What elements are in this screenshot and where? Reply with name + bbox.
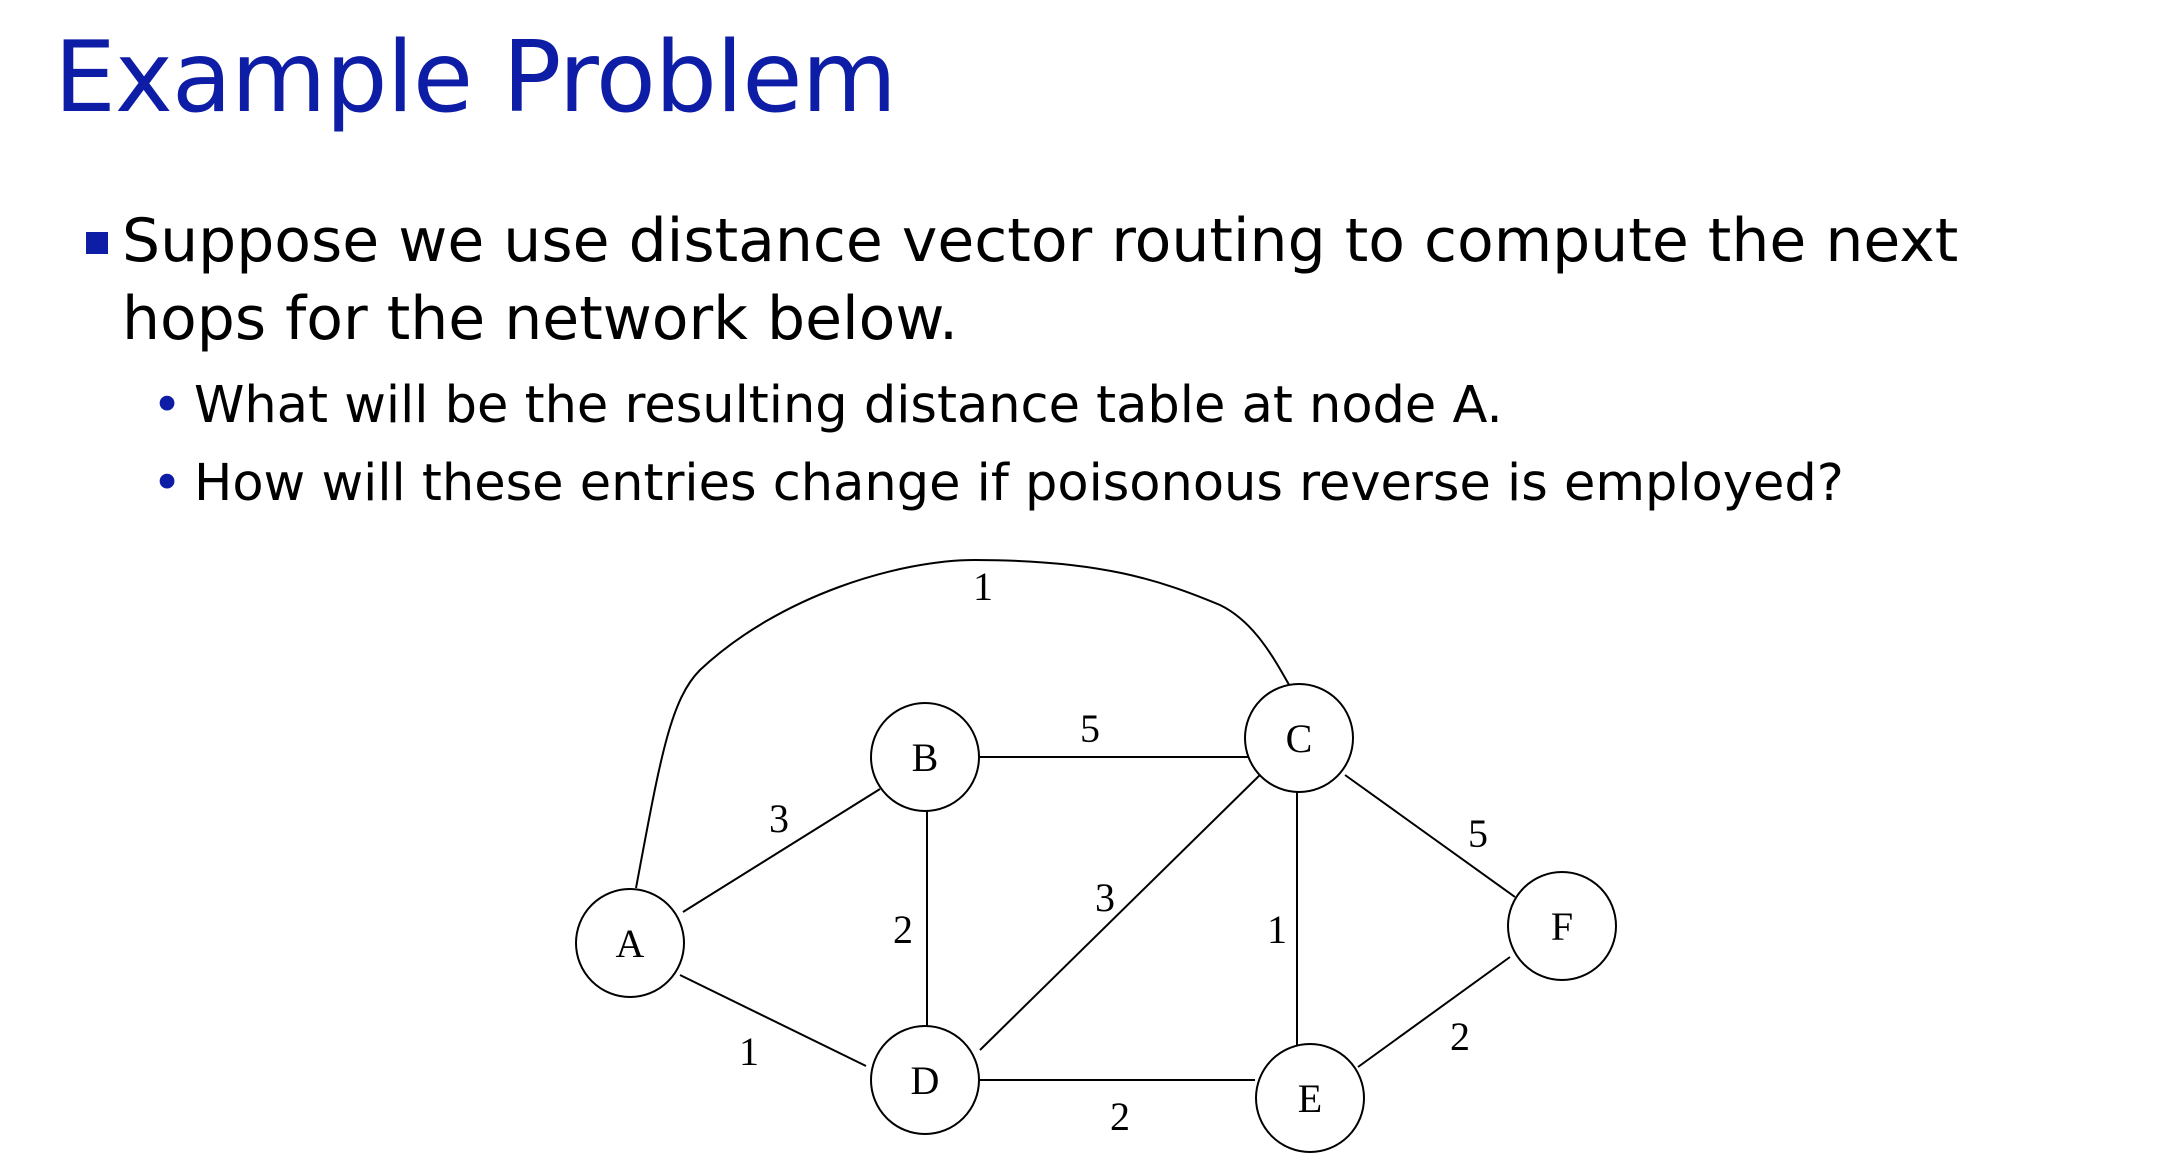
node-f-label: F — [1551, 904, 1573, 949]
sub-bullet-2-text: How will these entries change if poisono… — [194, 454, 1844, 513]
square-bullet-icon — [86, 232, 108, 254]
sub-bullet-2: • How will these entries change if poiso… — [152, 452, 2094, 516]
node-b-label: B — [912, 735, 939, 780]
edge-a-c — [635, 558, 1293, 889]
dot-bullet-icon: • — [152, 454, 183, 513]
node-d-label: D — [911, 1058, 940, 1103]
node-f: F — [1507, 871, 1617, 981]
edge-d-e-cost: 2 — [1110, 1094, 1130, 1139]
sub-bullet-1: • What will be the resulting distance ta… — [152, 374, 2094, 438]
node-b: B — [870, 702, 980, 812]
edge-a-b — [682, 788, 881, 913]
main-bullet-text: Suppose we use distance vector routing t… — [122, 206, 1959, 354]
node-e: E — [1255, 1043, 1365, 1153]
main-bullet: Suppose we use distance vector routing t… — [86, 202, 2102, 358]
edge-c-f-cost: 5 — [1468, 811, 1488, 856]
dot-bullet-icon: • — [152, 376, 183, 435]
node-e-label: E — [1298, 1076, 1322, 1121]
edge-c-f — [1344, 774, 1516, 898]
edge-c-e-cost: 1 — [1267, 907, 1287, 952]
edge-c-d — [979, 769, 1266, 1051]
edge-b-c-cost: 5 — [1080, 706, 1100, 751]
edge-a-d-cost: 1 — [739, 1029, 759, 1074]
edge-e-f-cost: 2 — [1450, 1014, 1470, 1059]
edge-b-d-cost: 2 — [893, 907, 913, 952]
node-a: A — [575, 888, 685, 998]
edge-a-d — [679, 974, 867, 1067]
node-a-label: A — [616, 921, 645, 966]
node-d: D — [870, 1025, 980, 1135]
edge-a-c-cost: 1 — [973, 564, 993, 609]
node-c: C — [1244, 683, 1354, 793]
edge-e-f — [1357, 956, 1511, 1068]
slide-title: Example Problem — [54, 21, 897, 135]
node-c-label: C — [1286, 716, 1313, 761]
sub-bullet-1-text: What will be the resulting distance tabl… — [194, 376, 1503, 435]
edge-c-d-cost: 3 — [1095, 875, 1115, 920]
edge-a-b-cost: 3 — [769, 796, 789, 841]
